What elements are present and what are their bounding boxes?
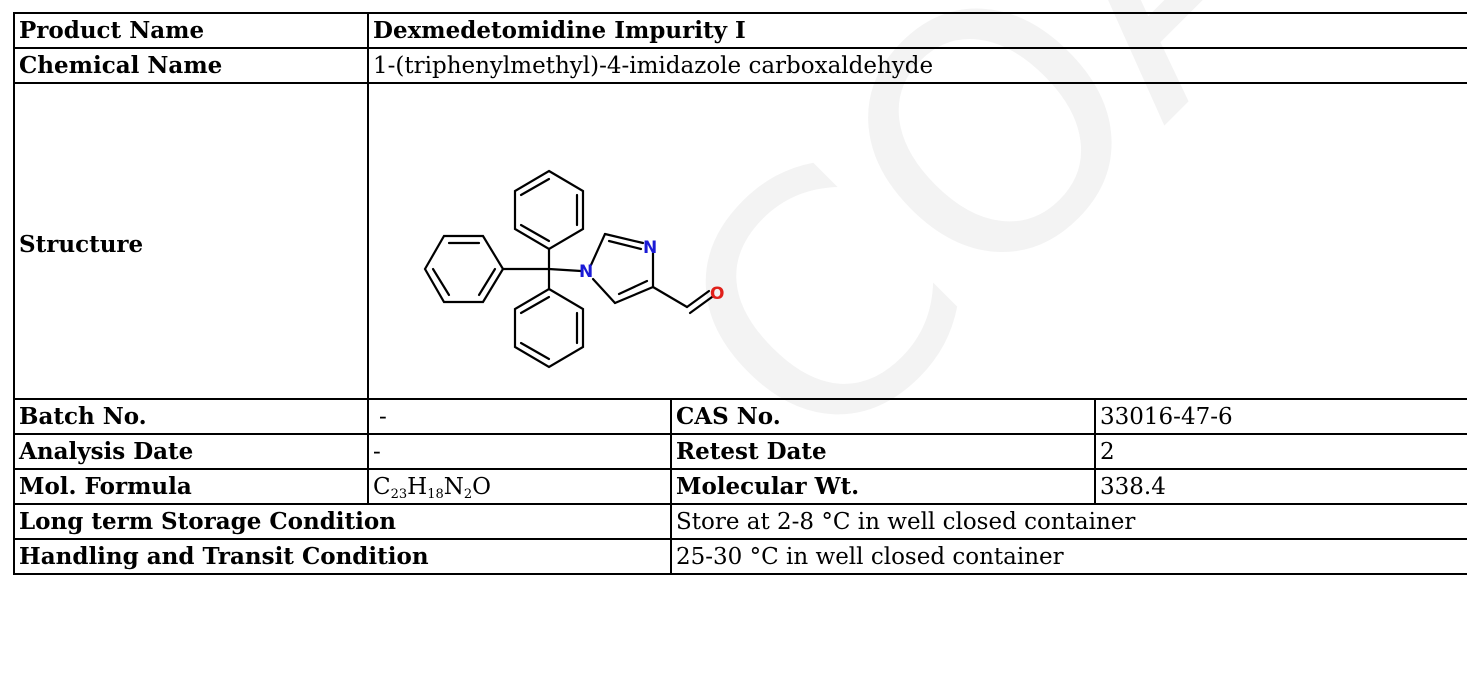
row-formula-weight: Mol. Formula C23H18N2O Molecular Wt. 338…: [13, 468, 1467, 505]
cas-no-label: CAS No.: [670, 398, 1096, 435]
cas-no-value: 33016-47-6: [1093, 398, 1467, 435]
formula-o: O: [472, 473, 492, 500]
formula-c: C: [373, 473, 391, 500]
row-chemical-name: Chemical Name 1-(triphenylmethyl)-4-imid…: [13, 47, 1467, 84]
analysis-date-label: Analysis Date: [13, 433, 369, 470]
row-analysis-retest: Analysis Date - Retest Date 2: [13, 433, 1467, 470]
retest-date-value: 2: [1093, 433, 1467, 470]
formula-c-count: 23: [390, 486, 408, 502]
structure-image: N N O: [423, 169, 724, 369]
chemical-name-label: Chemical Name: [13, 47, 369, 84]
long-term-storage-value: Store at 2-8 °C in well closed container: [669, 503, 1467, 540]
structure-label: Structure: [13, 82, 369, 400]
row-batch-cas: Batch No. - CAS No. 33016-47-6: [13, 398, 1467, 435]
mol-formula-value: C23H18N2O: [367, 468, 672, 505]
long-term-storage-label: Long term Storage Condition: [13, 503, 672, 540]
structure-cell: N N O: [366, 82, 1467, 400]
coa-table: Product Name Dexmedetomidine Impurity I …: [13, 12, 1467, 575]
molecular-wt-value: 338.4: [1093, 468, 1467, 505]
molecular-wt-label: Molecular Wt.: [670, 468, 1096, 505]
handling-transit-value: 25-30 °C in well closed container: [669, 538, 1467, 575]
formula-h-count: 18: [427, 486, 444, 502]
row-long-term-storage: Long term Storage Condition Store at 2-8…: [13, 503, 1467, 540]
retest-date-label: Retest Date: [670, 433, 1096, 470]
row-structure: Structure: [13, 82, 1467, 400]
product-name-value: Dexmedetomidine Impurity I: [366, 12, 1467, 49]
formula-n-count: 2: [463, 486, 473, 502]
atom-n2-label: N: [643, 238, 657, 258]
atom-o-label: O: [710, 284, 724, 304]
row-handling-transit: Handling and Transit Condition 25-30 °C …: [13, 538, 1467, 575]
formula-h: H: [407, 473, 428, 500]
row-product-name: Product Name Dexmedetomidine Impurity I: [13, 12, 1467, 49]
product-name-label: Product Name: [13, 12, 369, 49]
chemical-name-value: 1-(triphenylmethyl)-4-imidazole carboxal…: [366, 47, 1467, 84]
formula-n: N: [443, 473, 464, 500]
atom-n1-label: N: [579, 262, 593, 282]
batch-no-value: -: [367, 398, 672, 435]
analysis-date-value: -: [367, 433, 672, 470]
mol-formula-label: Mol. Formula: [13, 468, 369, 505]
handling-transit-label: Handling and Transit Condition: [13, 538, 672, 575]
batch-no-label: Batch No.: [13, 398, 369, 435]
